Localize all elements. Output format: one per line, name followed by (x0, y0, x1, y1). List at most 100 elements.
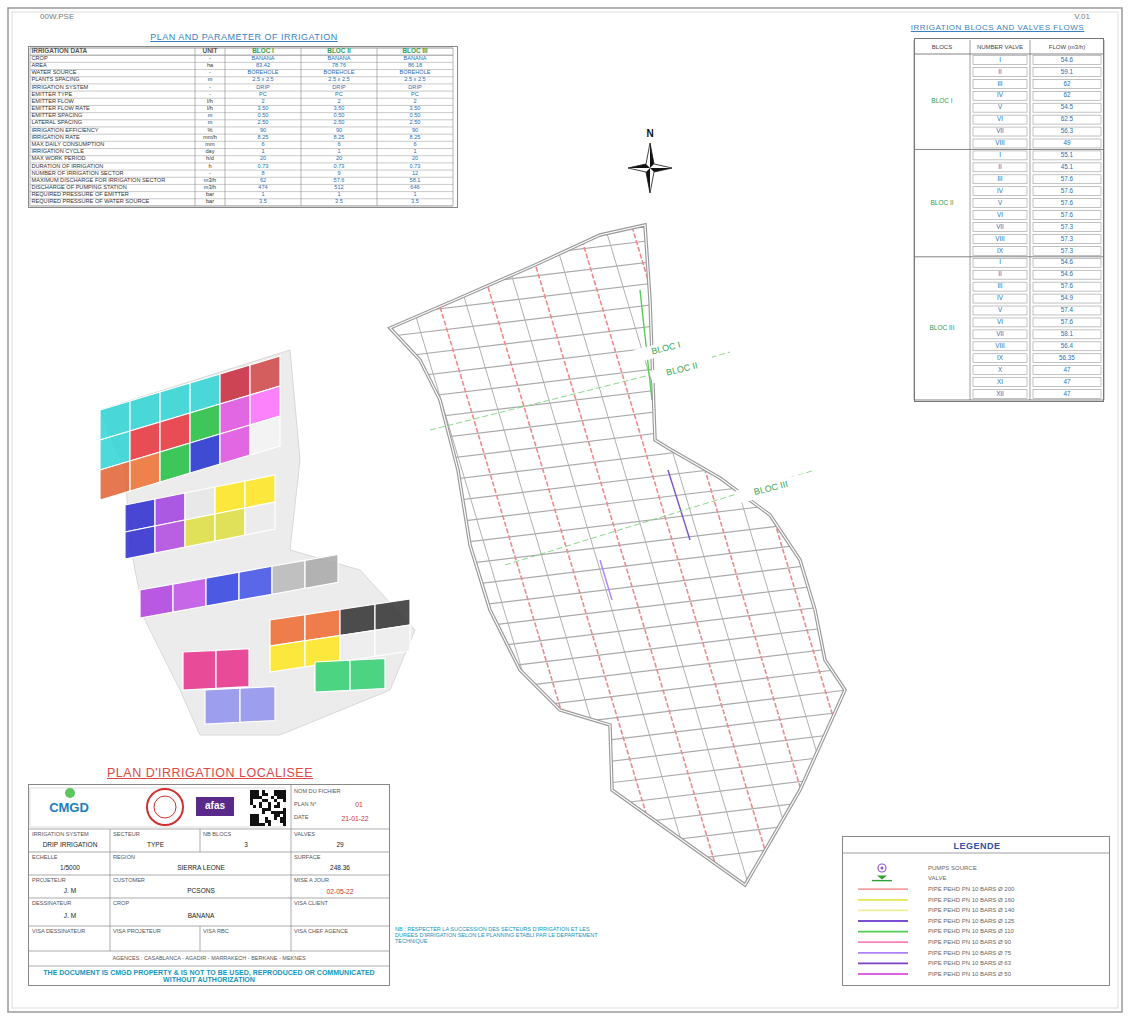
table-cell: 2 (413, 99, 416, 105)
label-holder: 01 (334, 799, 384, 810)
label-holder: VISA CHEF AGENCE (294, 928, 386, 936)
label-holder: DRIP (303, 84, 376, 91)
label-holder: - (197, 170, 224, 177)
table-cell: REQUIRED PRESSURE OF WATER SOURCE (32, 199, 150, 205)
label-holder: 3.5 (227, 199, 300, 206)
field-value: J. M (64, 888, 76, 895)
valve-number: III (997, 283, 1002, 290)
table-cell: AREA (32, 63, 47, 69)
label-holder: UNIT (197, 48, 224, 55)
legend-text: PIPE PEHD PN 10 BARS Ø 160 (928, 897, 1014, 903)
cell-frame (1033, 330, 1101, 339)
title-rule (291, 784, 292, 951)
table-cell: day (205, 149, 214, 155)
label-holder: PIPE PEHD PN 10 BARS Ø 200 (928, 884, 1106, 894)
cell-frame (1033, 187, 1101, 196)
sector-ground (100, 350, 415, 735)
label-holder: IRRIGATION CYCLE (32, 149, 194, 156)
sector-cell (155, 520, 185, 553)
table-header: FLOW (m3/h) (1049, 44, 1085, 50)
qr-module (253, 790, 256, 793)
valve-number: VI (997, 212, 1003, 219)
bloc-name: BLOC I (931, 98, 952, 105)
label-holder: N (643, 128, 657, 141)
label-holder: BANANA (303, 55, 376, 62)
label-holder: 86.18 (379, 62, 452, 69)
manifold-line (543, 200, 753, 900)
valve-number: X (998, 367, 1002, 374)
label-holder: 83.42 (227, 62, 300, 69)
qr-module (268, 808, 271, 811)
qr-module (271, 796, 274, 799)
label-holder: 54.9 (1034, 294, 1100, 303)
table-cell: 2.5 x 2.5 (328, 77, 349, 83)
table-cell: BLOC III (402, 48, 427, 55)
qr-module (259, 802, 262, 805)
label-holder: III (974, 175, 1026, 184)
label-holder: EMITTER FLOW (32, 98, 194, 105)
title-rule (28, 829, 390, 830)
qr-module (274, 805, 277, 808)
lateral-line (380, 774, 860, 832)
table-cell: - (209, 70, 211, 76)
compass-half (650, 168, 672, 172)
pipe-sample (858, 963, 908, 965)
cell-frame (973, 79, 1027, 88)
compass-half (646, 168, 650, 193)
legend-text: PIPE PEHD PN 10 BARS Ø 110 (928, 928, 1014, 934)
table-cell: BANANA (251, 56, 274, 62)
label-holder: NUMBER OF IRRIGATION SECTOR (32, 170, 194, 177)
valves-table-grid (914, 40, 1104, 400)
qr-module (283, 823, 286, 826)
valve-flow: 57.6 (1061, 188, 1073, 195)
field-value: 1/5000 (60, 865, 80, 872)
qr-module (250, 817, 253, 820)
table-cell: - (209, 92, 211, 98)
label-holder: IV (974, 294, 1026, 303)
cell-frame (1033, 199, 1101, 208)
label-holder: mm (197, 141, 224, 148)
field-value: TYPE (147, 842, 164, 849)
table-rule (30, 76, 453, 77)
label-holder: l/h (197, 105, 224, 112)
label-holder: 90 (227, 127, 300, 134)
label-holder: bar (197, 199, 224, 206)
valve-number: I (999, 152, 1001, 159)
label-holder: VI (974, 115, 1026, 124)
label-holder: 57.3 (1034, 246, 1100, 255)
table-cell: 3.50 (410, 106, 421, 112)
valve-flow: 59.1 (1061, 69, 1073, 76)
label-holder: VIII (974, 234, 1026, 243)
cell-frame (973, 187, 1027, 196)
valve-flow: 57.6 (1061, 283, 1073, 290)
table-cell: mm (205, 142, 214, 148)
qr-module (256, 817, 259, 820)
table-cell: 90 (336, 128, 342, 134)
valve-number: VI (997, 319, 1003, 326)
sector-cell (272, 560, 305, 594)
valve-flow: 57.6 (1061, 319, 1073, 326)
valve-symbol (872, 880, 892, 881)
cell-frame (973, 330, 1027, 339)
table-cell: DRIP (408, 85, 421, 91)
cell-frame (973, 258, 1027, 267)
label-holder: 1 (227, 149, 300, 156)
field-name: VISA DESSINATEUR (32, 929, 85, 935)
lateral-line (380, 796, 860, 854)
pipe-sample (858, 910, 908, 912)
cell-frame (1033, 103, 1101, 112)
table-rule (30, 55, 453, 56)
table-cell: 9 (337, 171, 340, 177)
label-holder: IRRIGATION DATA (32, 48, 194, 55)
sector-cell (245, 502, 275, 535)
label-holder: AGENCES : CASABLANCA - AGADIR - MARRAKEC… (32, 953, 386, 965)
valve-flow: 62 (1063, 92, 1070, 99)
qr-module (274, 790, 277, 793)
label-holder: 8.25 (379, 134, 452, 141)
label-holder: 54.6 (1034, 56, 1100, 65)
label-holder: BOREHOLE (227, 70, 300, 77)
legend-text: PIPE PEHD PN 10 BARS Ø 50 (928, 971, 1011, 977)
table-cell: 512 (334, 185, 343, 191)
label-holder: BANANA (113, 910, 289, 923)
label-holder: h (197, 163, 224, 170)
